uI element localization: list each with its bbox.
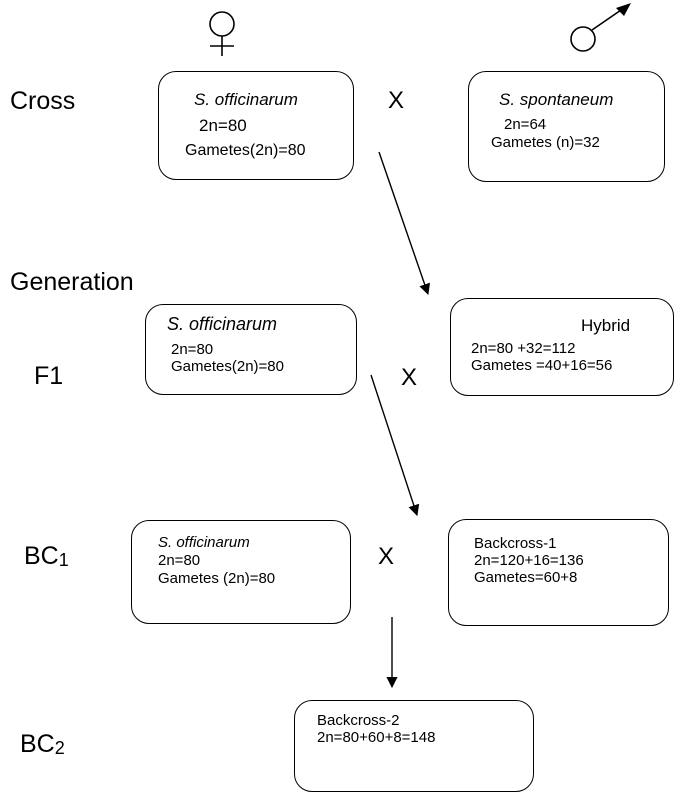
species-name: S. spontaneum: [499, 90, 614, 109]
cross-mark: X: [401, 364, 418, 391]
chromosome-count: 2n=80: [199, 116, 247, 135]
chromosome-count: 2n=80+60+8=148: [317, 729, 436, 746]
gamete-count: Gametes (n)=32: [491, 134, 600, 151]
row-label-f1: F1: [34, 362, 64, 390]
row-label-bc1: BC1: [24, 542, 69, 570]
backcross-2-box: Backcross-2 2n=80+60+8=148: [294, 700, 534, 792]
gamete-count: Gametes =40+16=56: [471, 357, 613, 374]
row-label-bc2: BC2: [20, 730, 65, 758]
box-title: Backcross-2: [317, 712, 400, 729]
gamete-count: Gametes=60+8: [474, 569, 578, 586]
arrow-f1-to-bc1: [370, 374, 420, 517]
female-symbol-icon: [209, 11, 235, 56]
hybrid-box: Hybrid 2n=80 +32=112 Gametes =40+16=56: [450, 298, 674, 396]
row-label-cross: Cross: [10, 87, 76, 115]
gamete-count: Gametes (2n)=80: [158, 570, 276, 587]
cross-mark: X: [388, 87, 405, 114]
gamete-count: Gametes(2n)=80: [171, 358, 284, 375]
backcross-1-box: Backcross-1 2n=120+16=136 Gametes=60+8: [448, 519, 669, 626]
species-name: S. officinarum: [194, 90, 298, 109]
box-title: Backcross-1: [474, 535, 557, 552]
cross-mark: X: [378, 543, 395, 570]
chromosome-count: 2n=120+16=136: [474, 552, 584, 569]
box-title: Hybrid: [581, 316, 631, 335]
male-parent-box: S. spontaneum 2n=64 Gametes (n)=32: [468, 71, 665, 182]
chromosome-count: 2n=80 +32=112: [471, 340, 576, 357]
chromosome-count: 2n=80: [171, 341, 214, 358]
male-symbol-icon: [570, 3, 631, 52]
row-label-generation: Generation: [10, 268, 134, 296]
bc1-parent-box: S. officinarum 2n=80 Gametes (2n)=80: [131, 520, 351, 624]
female-parent-box: S. officinarum 2n=80 Gametes(2n)=80: [158, 71, 354, 180]
chromosome-count: 2n=64: [504, 116, 547, 133]
species-name: S. officinarum: [158, 534, 250, 551]
arrow-cross-to-f1: [378, 151, 431, 296]
species-name: S. officinarum: [167, 314, 278, 334]
gamete-count: Gametes(2n)=80: [185, 142, 306, 159]
chromosome-count: 2n=80: [158, 552, 201, 569]
f1-parent-box: S. officinarum 2n=80 Gametes(2n)=80: [145, 304, 357, 395]
